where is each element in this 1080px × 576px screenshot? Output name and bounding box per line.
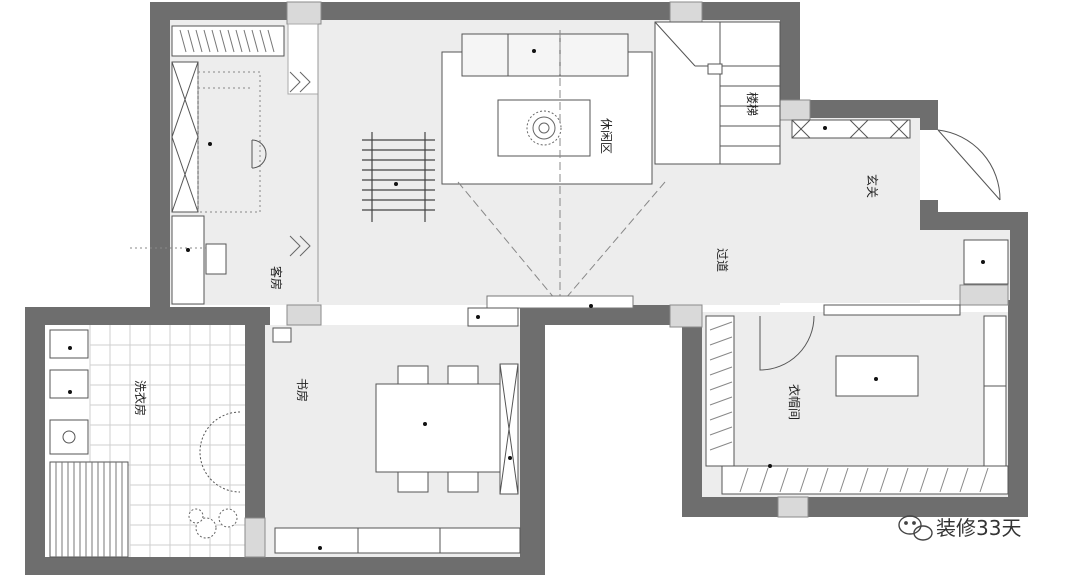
laundry-furniture — [49, 329, 241, 558]
wall-laundry-left — [25, 307, 45, 575]
wall-laundry-top — [25, 307, 270, 325]
wall-closet-left — [682, 305, 702, 517]
wall-closet-bottom — [682, 497, 1028, 517]
plant-icon — [188, 508, 238, 539]
wall-study-right — [520, 305, 545, 575]
walls — [25, 2, 1028, 575]
guest-room-label: 客房 — [269, 266, 284, 290]
closet-furniture — [705, 304, 1009, 495]
corridor-label: 过道 — [715, 248, 729, 272]
stairs-label: 楼梯 — [745, 92, 760, 116]
guest-room-furniture — [130, 23, 319, 305]
study-furniture — [272, 307, 521, 554]
bench-ladder — [362, 132, 435, 222]
wall-study-top-right — [520, 305, 700, 325]
center-markers — [68, 49, 985, 550]
closet-label: 衣帽间 — [787, 384, 802, 420]
entrance-floor — [780, 118, 920, 303]
staircase — [654, 21, 781, 165]
entrance-furniture — [791, 119, 1009, 285]
wall-study-left — [245, 325, 265, 575]
wechat-icon — [898, 515, 933, 541]
wall-entrance-top — [780, 100, 938, 118]
study-label: 书房 — [295, 378, 310, 402]
wall-top-right-step — [780, 2, 800, 100]
watermark-text: 装修33天 — [936, 516, 1021, 540]
wall-left-upper — [150, 2, 170, 307]
watermark: 装修33天 — [898, 515, 1021, 541]
leisure-area-label: 休闲区 — [599, 118, 613, 154]
wall-closet-right — [1008, 300, 1028, 517]
wall-nook-top — [920, 212, 1028, 230]
wall-entrance-right-a — [920, 100, 938, 130]
laundry-label: 洗衣房 — [133, 380, 148, 416]
entrance-label: 玄关 — [865, 174, 880, 198]
flower-icon — [526, 110, 562, 146]
wall-nook-right — [1010, 212, 1028, 300]
wall-bottom-left — [25, 557, 545, 575]
